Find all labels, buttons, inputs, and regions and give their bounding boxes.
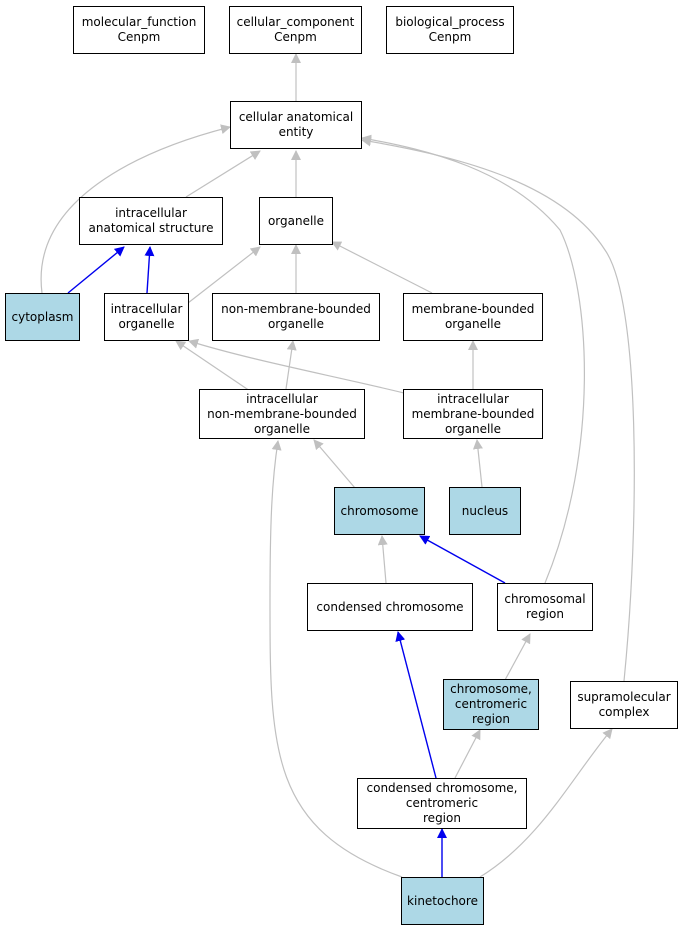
node-intracellular-anatomical-structure[interactable]: intracellular anatomical structure [79,197,223,245]
edge-cytoplasm-to-cae [40,124,231,294]
edge-mbo-to-organelle [331,241,433,294]
edge-chromosome-to-inmbo [313,439,356,489]
edge-ccentreg-partof-condensed [395,631,437,779]
node-chromosome[interactable]: chromosome [334,487,425,535]
node-nucleus[interactable]: nucleus [449,487,521,535]
node-molecular-function[interactable]: molecular_function Cenpm [73,6,205,54]
node-intracellular-non-membrane-bounded-organelle[interactable]: intracellular non-membrane-bounded organ… [199,389,365,439]
edge-imbo-to-io [188,338,405,394]
edge-inmbo-to-nmbo [285,340,297,390]
edge-supra-to-cae [361,136,635,682]
edge-chromreg-partof-chromosome [419,535,506,584]
node-chromosomal-region[interactable]: chromosomal region [497,583,593,631]
edge-io-partof-ias [144,246,155,294]
node-cellular-component[interactable]: cellular_component Cenpm [229,6,362,54]
node-organelle[interactable]: organelle [259,197,333,245]
edge-inmbo-to-io [175,340,251,392]
node-intracellular-organelle[interactable]: intracellular organelle [104,293,189,341]
edge-ccentreg-to-centreg [454,729,481,779]
node-biological-process[interactable]: biological_process Cenpm [386,6,514,54]
node-cellular-anatomical-entity[interactable]: cellular anatomical entity [230,101,362,149]
edge-kinetochore-to-supra [479,728,613,878]
edge-nucleus-to-imbo [472,439,483,488]
node-supramolecular-complex[interactable]: supramolecular complex [570,681,678,729]
node-non-membrane-bounded-organelle[interactable]: non-membrane-bounded organelle [212,293,380,341]
node-cytoplasm[interactable]: cytoplasm [5,293,80,341]
node-kinetochore[interactable]: kinetochore [401,877,484,925]
node-chromosome-centromeric-region[interactable]: chromosome, centromeric region [443,679,539,730]
node-condensed-chromosome[interactable]: condensed chromosome [307,583,473,631]
node-intracellular-membrane-bounded-organelle[interactable]: intracellular membrane-bounded organelle [403,389,543,439]
edge-condensed-to-chromosome [377,535,388,584]
edge-kinetochore-to-inmbo [269,440,403,878]
edge-cytoplasm-partof-ias [67,246,125,294]
edge-ias-to-cae [185,150,261,198]
node-membrane-bounded-organelle[interactable]: membrane-bounded organelle [403,293,543,341]
edge-centreg-to-chromreg [504,633,531,681]
node-condensed-chromosome-centromeric-region[interactable]: condensed chromosome, centromeric region [357,778,527,829]
